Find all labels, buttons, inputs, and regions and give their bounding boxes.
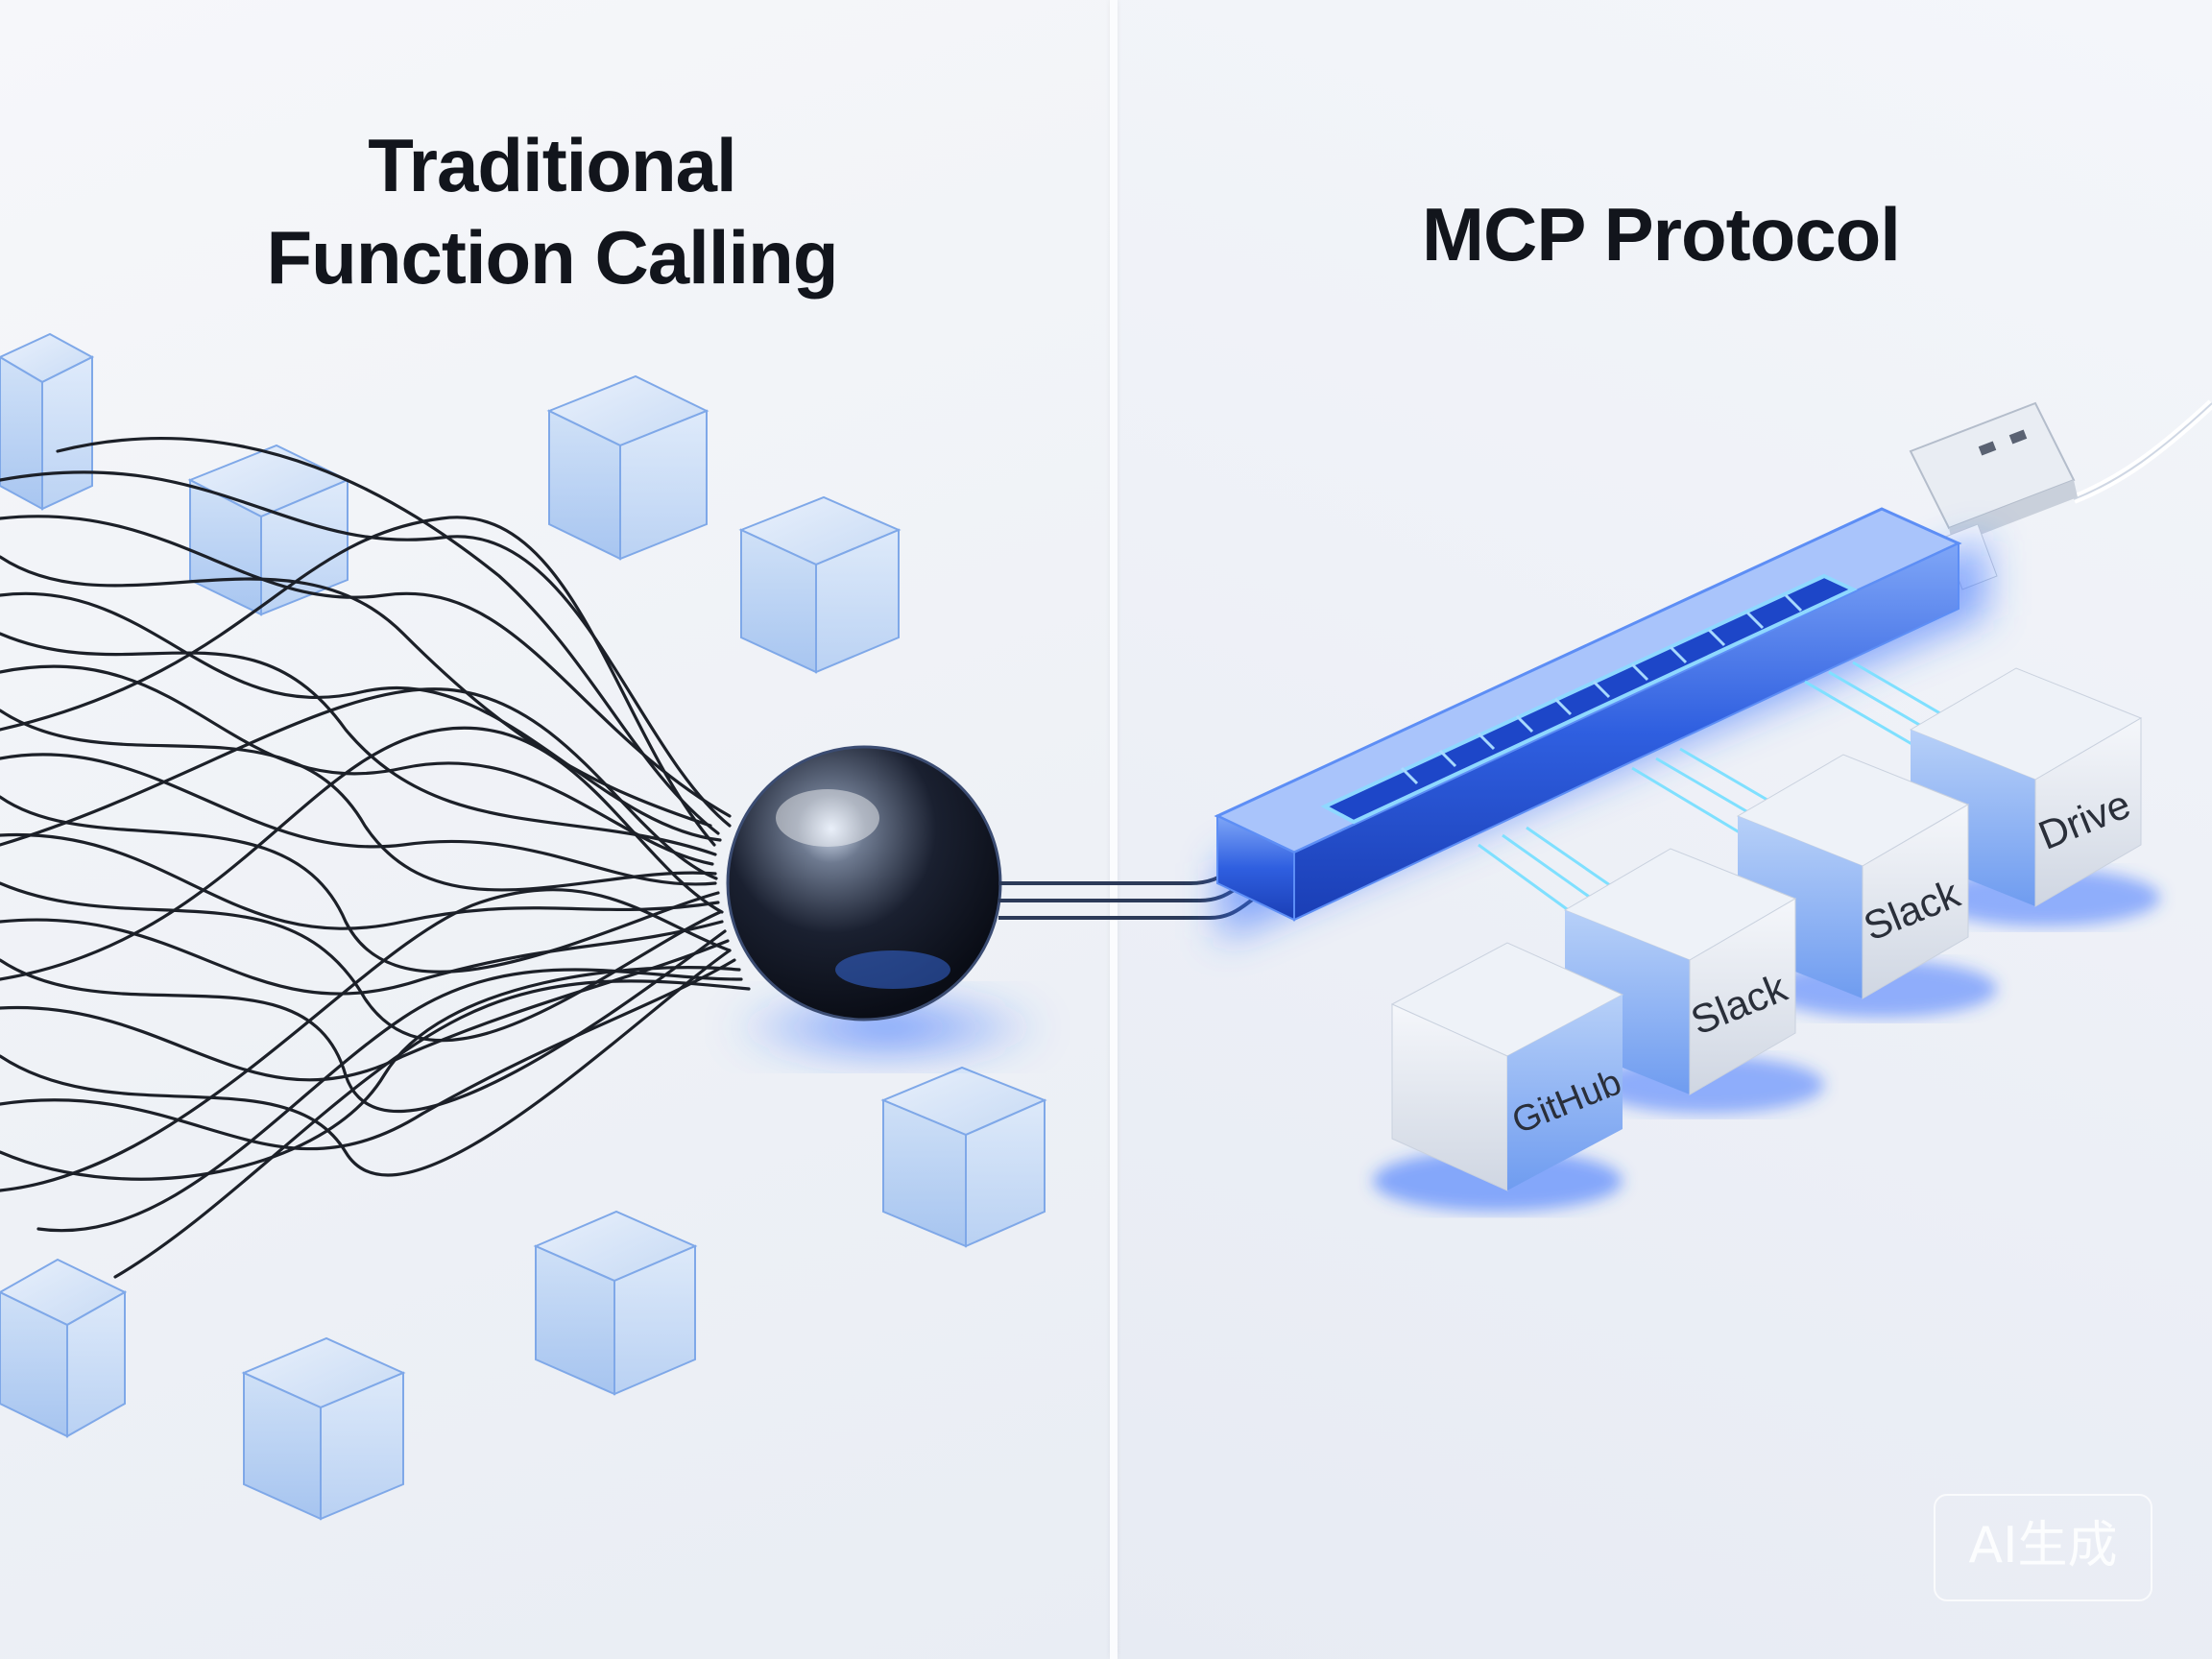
- service-cubes: Drive Slack Slack GitHub: [1373, 667, 2160, 1212]
- glass-cube: [738, 495, 902, 674]
- glass-cube: [880, 1066, 1047, 1248]
- tangled-wires: [0, 437, 751, 1279]
- usb-cable: [2072, 399, 2212, 504]
- panel-divider: [1110, 0, 1118, 1659]
- mcp-hub: [1214, 507, 1987, 941]
- glass-cube: [241, 1336, 406, 1521]
- sphere-hub: [724, 745, 1050, 1066]
- glass-cube: [546, 374, 709, 561]
- left-title-line1: Traditional: [368, 123, 736, 207]
- left-title: Traditional Function Calling: [144, 119, 960, 303]
- glass-cube: [0, 332, 95, 511]
- service-cube-slack-1: Slack: [1563, 848, 1824, 1114]
- glass-cube: [0, 1258, 128, 1438]
- watermark-badge: AI生成: [1934, 1494, 2152, 1601]
- right-title-text: MCP Protocol: [1422, 192, 1901, 276]
- hub-ribs: [1400, 593, 1803, 785]
- glass-cube: [533, 1210, 698, 1396]
- service-cube-drive: Drive: [1909, 667, 2160, 926]
- service-cube-github: GitHub: [1373, 942, 1627, 1212]
- right-title: MCP Protocol: [1248, 188, 2074, 280]
- left-title-line2: Function Calling: [266, 215, 839, 300]
